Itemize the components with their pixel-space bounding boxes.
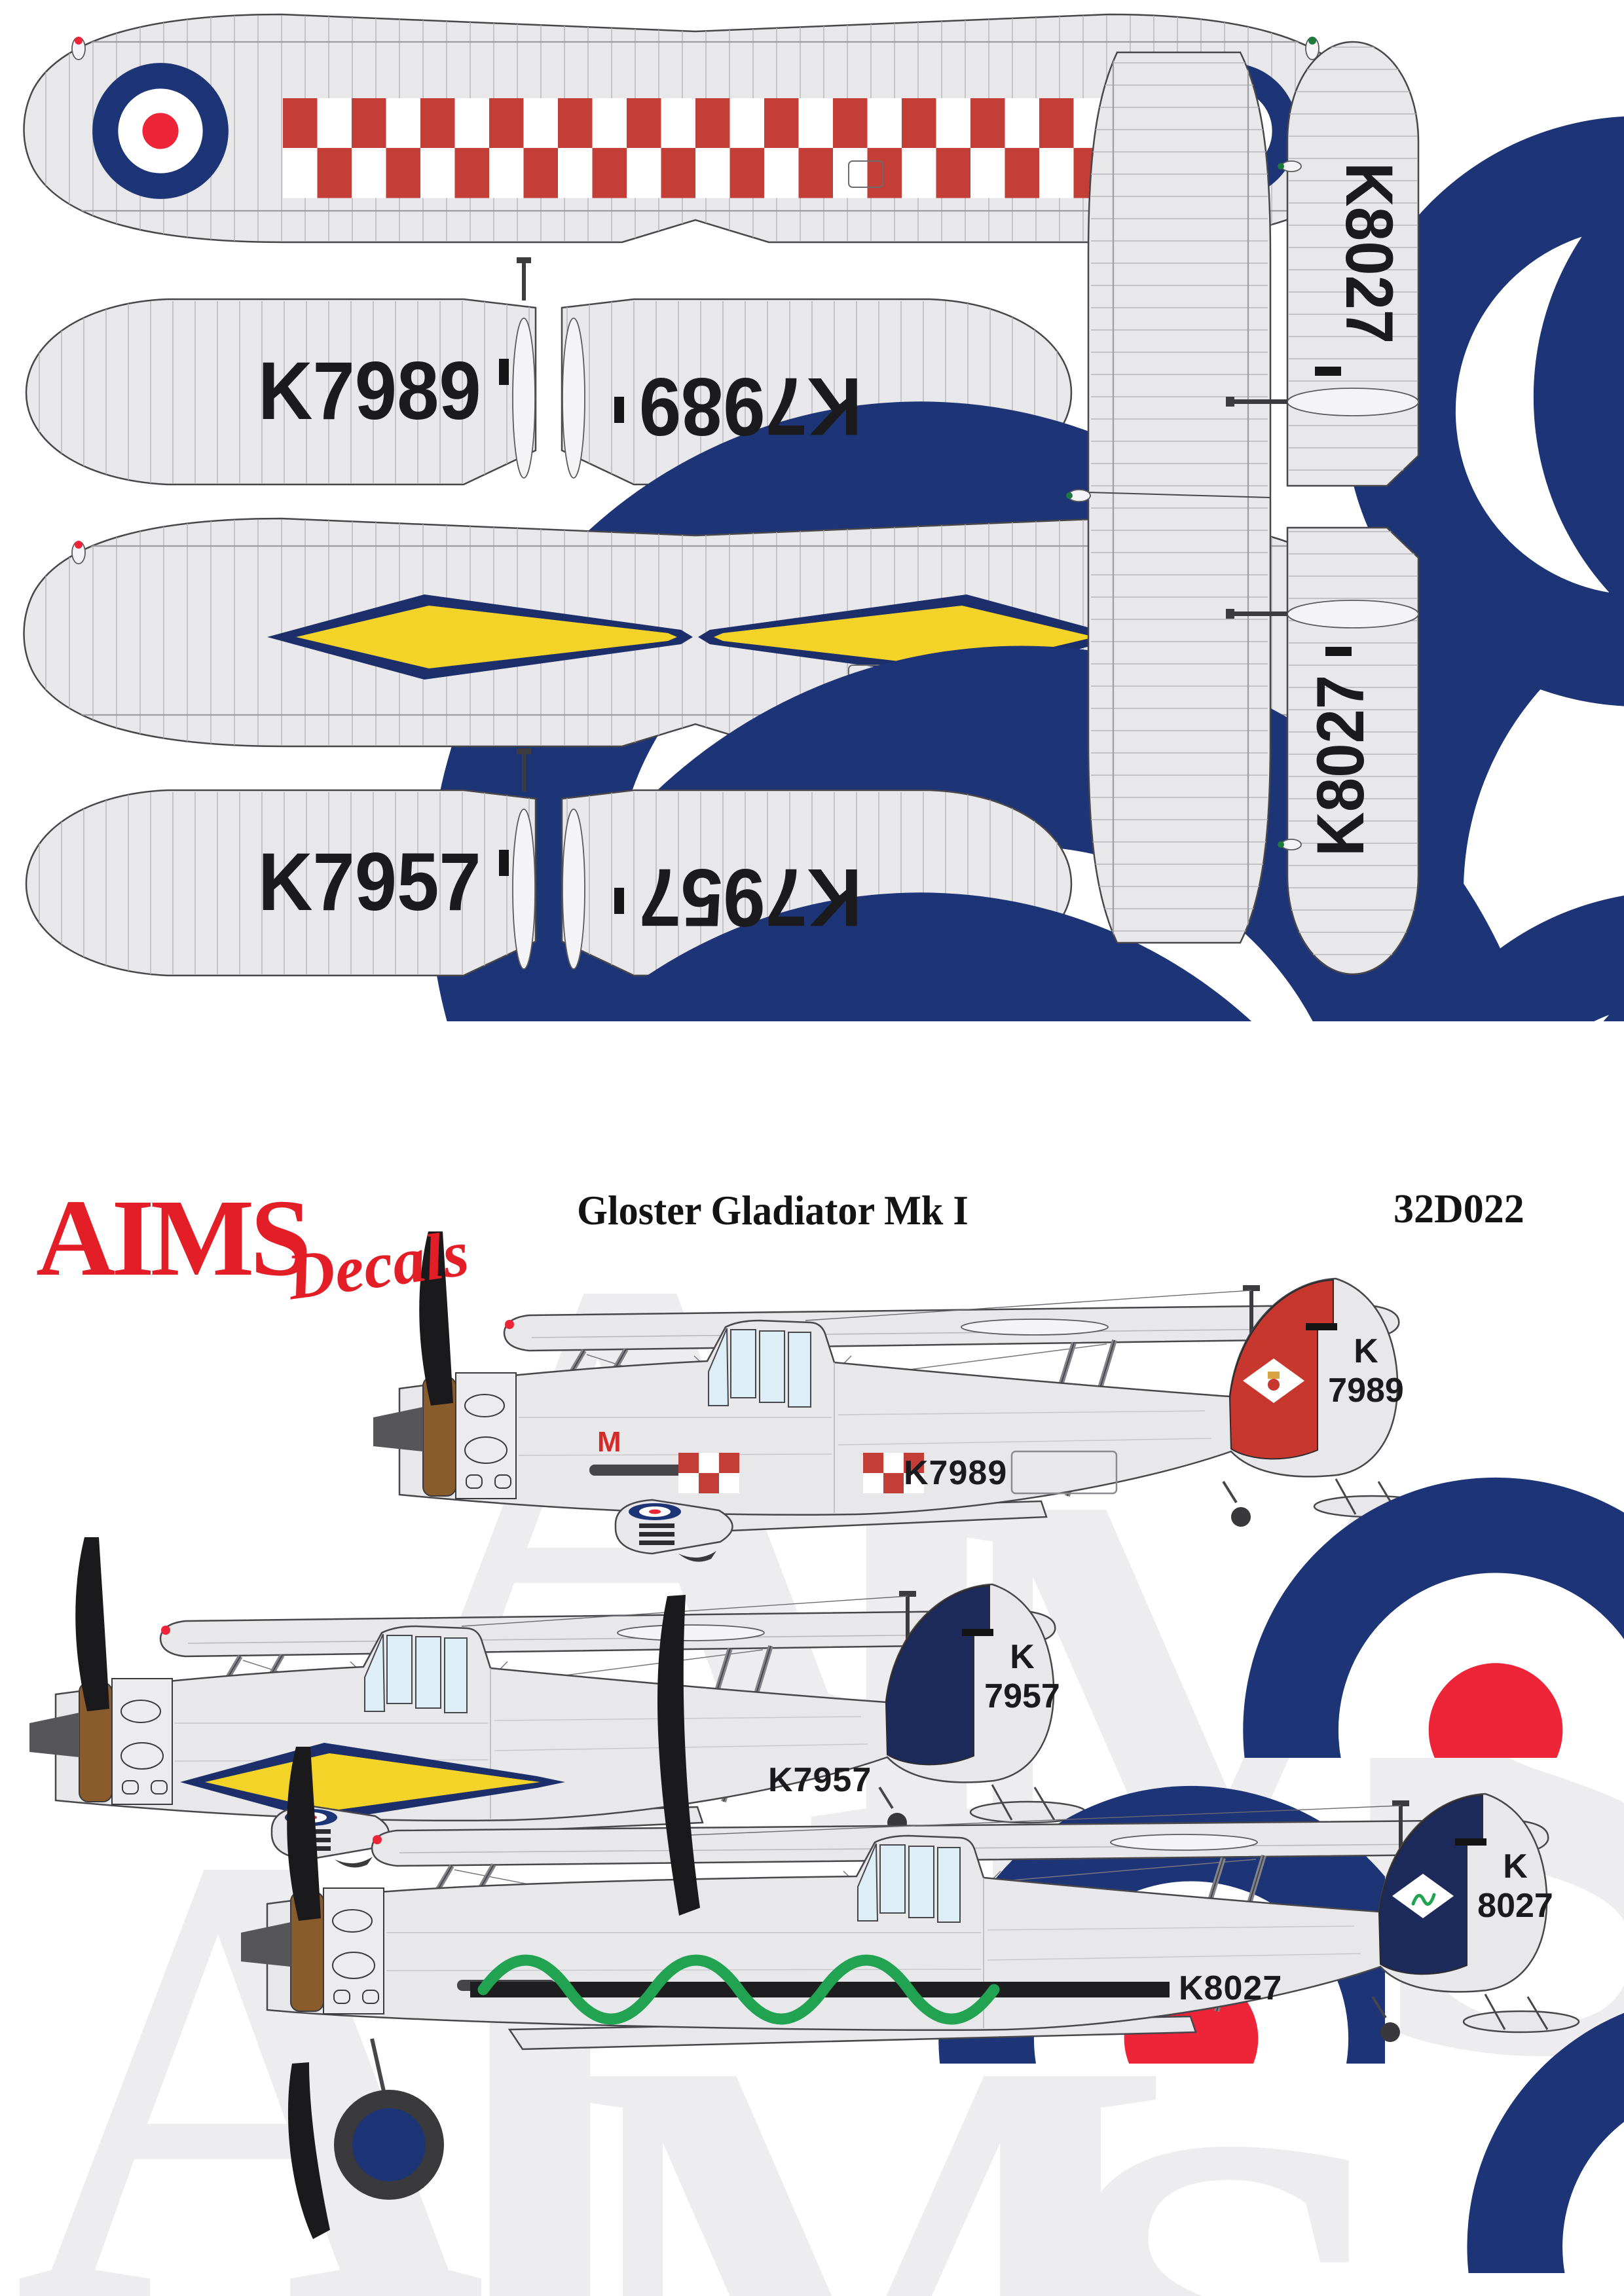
fuselage-serial: K8027 [1179, 1969, 1282, 2007]
exhaust-pipe [589, 1465, 688, 1476]
wing-serial-vertical: K8027 [1332, 162, 1407, 344]
brand-name: AIMS [36, 1177, 312, 1299]
propeller-blade-detached [657, 1595, 700, 1916]
aims-decals-logo: AIMSDecals [36, 1175, 489, 1313]
windscreen [857, 1843, 879, 1922]
fuselage-roundel [1467, 1994, 1624, 2273]
tail-emblem-snake [1411, 1893, 1436, 1906]
tail-wheel [1380, 2022, 1400, 2042]
propeller-blade [419, 1231, 453, 1406]
tail-serial-line2: 7957 [984, 1677, 1060, 1715]
tailplane [1462, 2010, 1580, 2033]
fuselage-serial: K7957 [768, 1761, 872, 1799]
canopy-pane [908, 1846, 934, 1918]
propeller-blade-down [287, 2062, 330, 2239]
canopy-pane [730, 1329, 756, 1398]
windscreen [708, 1328, 729, 1406]
wing-serial-vertical-mirrored: K8027 [1303, 675, 1378, 856]
code-letter: M [597, 1426, 621, 1458]
windscreen [364, 1633, 386, 1712]
decal-plan-views: K7989 K7989 [23, 13, 1624, 1021]
vertical-wing-k8027-set: K8027 K8027 [1066, 41, 1624, 1021]
canopy-pane [444, 1637, 468, 1713]
canopy-pane [937, 1847, 961, 1923]
tail-wheel [1231, 1507, 1251, 1527]
tail-serial-line1: K [1010, 1638, 1035, 1676]
lower-wings-k7957: K7957 K7957 [25, 748, 1624, 1021]
wing-nav-light [161, 1626, 170, 1635]
cowl-front [323, 1887, 384, 2014]
propeller-blade [75, 1537, 109, 1711]
spinner [29, 1713, 79, 1757]
spinner [241, 1922, 291, 1967]
wing-nav-light [505, 1320, 514, 1329]
brand-suffix: Decals [282, 1216, 473, 1314]
snake-marking [477, 1954, 1000, 2025]
wing-nav-light [373, 1835, 382, 1844]
cowl-front [111, 1678, 173, 1805]
product-code: 32D022 [1393, 1187, 1524, 1231]
fuselage [266, 1793, 1548, 2032]
canopy-pane [415, 1636, 441, 1709]
canopy-pane [386, 1635, 413, 1704]
canopy-pane [788, 1332, 811, 1408]
wing-serial: K7989 [258, 345, 481, 437]
tail-serial-line2: 8027 [1477, 1887, 1553, 1925]
wing-serial: K7957 [258, 836, 481, 928]
fuselage [398, 1277, 1399, 1516]
canopy-pane [879, 1844, 906, 1914]
fuselage-serial: K7989 [904, 1454, 1007, 1492]
spinner [373, 1407, 423, 1451]
propeller-blade [287, 1747, 321, 1921]
wing-serial-mirrored: K7957 [639, 852, 862, 943]
tail-serial-line1: K [1354, 1332, 1378, 1370]
wing-serial-mirrored: K7989 [639, 361, 862, 452]
tail-serial-line1: K [1503, 1848, 1528, 1886]
tail-serial-line2: 7989 [1328, 1372, 1404, 1410]
cowl-front [455, 1372, 517, 1499]
page-title: Gloster Gladiator Mk I [577, 1187, 969, 1233]
canopy-pane [759, 1330, 785, 1403]
lower-wings-k7989: K7989 K7989 [25, 257, 1624, 1021]
